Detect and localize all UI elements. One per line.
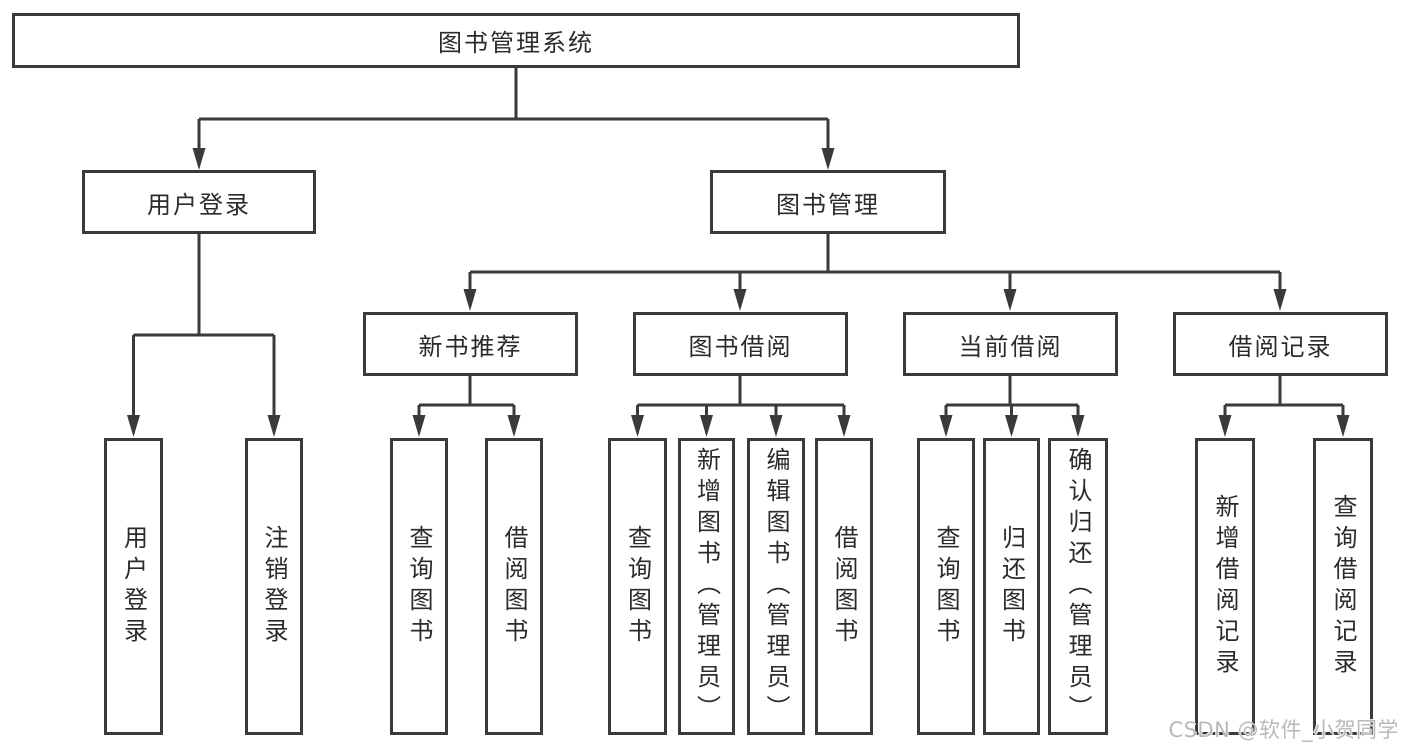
node-label: 新增图书（管理员）	[692, 447, 721, 726]
node-label: 用户登录	[119, 524, 148, 649]
node-book-management: 图书管理	[710, 170, 946, 234]
arrow-down-icon	[267, 415, 281, 437]
arrow-down-icon	[1336, 415, 1350, 437]
arrow-down-icon	[769, 415, 783, 437]
node-label: 借阅图书	[500, 524, 528, 649]
arrow-down-icon	[1218, 415, 1232, 437]
arrow-down-icon	[412, 415, 426, 437]
node-user-login: 用户登录	[82, 170, 316, 234]
node-label: 当前借阅	[958, 332, 1063, 361]
arrow-down-icon	[192, 148, 206, 170]
arrow-down-icon	[463, 289, 477, 311]
node-label: 借阅图书	[830, 524, 858, 649]
node-leaf-current-confirm-return-admin: 确认归还（管理员）	[1048, 438, 1108, 735]
node-label: 查询借阅记录	[1329, 493, 1357, 680]
connector-borrow-records-children	[1218, 376, 1350, 437]
node-label: 归还图书	[997, 524, 1026, 649]
node-leaf-current-return-book: 归还图书	[983, 438, 1040, 735]
node-leaf-records-add-record: 新增借阅记录	[1195, 438, 1255, 735]
node-label: 图书借阅	[688, 332, 793, 361]
connector-root-to-level2	[192, 68, 835, 170]
node-label: 借阅记录	[1228, 332, 1333, 361]
node-label: 查询图书	[623, 524, 652, 649]
node-leaf-logout: 注销登录	[245, 438, 303, 735]
connector-line	[132, 234, 276, 418]
node-leaf-borrow-add-book-admin: 新增图书（管理员）	[678, 438, 735, 735]
connector-book-borrow-children	[631, 376, 851, 437]
arrow-down-icon	[939, 415, 953, 437]
connector-line	[1223, 376, 1345, 418]
connector-line	[197, 68, 830, 150]
arrow-down-icon	[837, 415, 851, 437]
node-leaf-user-login: 用户登录	[104, 438, 163, 735]
connector-line	[417, 376, 516, 418]
node-leaf-borrow-borrow-book: 借阅图书	[815, 438, 873, 735]
arrow-down-icon	[631, 415, 644, 437]
arrow-down-icon	[507, 415, 521, 437]
connector-line	[468, 234, 1282, 292]
watermark: CSDN @软件_小贺同学	[1168, 718, 1399, 742]
node-label: 查询图书	[405, 524, 433, 649]
node-label: 新增借阅记录	[1211, 493, 1239, 680]
node-leaf-borrow-query-book: 查询图书	[608, 438, 667, 735]
connector-line	[944, 376, 1080, 418]
arrow-down-icon	[1003, 289, 1017, 311]
arrow-down-icon	[821, 148, 835, 170]
node-leaf-current-query-book: 查询图书	[917, 438, 975, 735]
node-leaf-borrow-edit-book-admin: 编辑图书（管理员）	[747, 438, 805, 735]
node-label: 新书推荐	[418, 332, 523, 361]
connector-current-borrow-children	[939, 376, 1085, 437]
node-label: 用户登录	[147, 190, 251, 219]
node-label: 图书管理	[776, 190, 880, 219]
connector-line	[636, 376, 846, 418]
node-label: 注销登录	[260, 524, 288, 649]
node-label: 图书管理系统	[438, 29, 594, 57]
node-label: 确认归还（管理员）	[1064, 447, 1092, 726]
node-leaf-records-query-record: 查询借阅记录	[1313, 438, 1373, 735]
node-current-borrow: 当前借阅	[903, 312, 1118, 376]
node-label: 查询图书	[932, 524, 960, 649]
node-root-system: 图书管理系统	[12, 13, 1020, 68]
connector-new-rec-children	[412, 376, 521, 437]
arrow-down-icon	[1273, 289, 1287, 311]
connector-book-mgmt-children	[463, 234, 1287, 311]
connector-user-login-children	[127, 234, 281, 437]
node-label: 编辑图书（管理员）	[762, 447, 790, 726]
node-new-book-recommend: 新书推荐	[363, 312, 578, 376]
arrow-down-icon	[733, 289, 747, 311]
arrow-down-icon	[700, 415, 713, 437]
arrow-down-icon	[1005, 415, 1018, 437]
node-borrow-records: 借阅记录	[1173, 312, 1388, 376]
arrow-down-icon	[1071, 415, 1085, 437]
node-book-borrow: 图书借阅	[633, 312, 848, 376]
node-leaf-recommend-borrow-book: 借阅图书	[485, 438, 543, 735]
arrow-down-icon	[127, 415, 140, 437]
node-leaf-recommend-query-book: 查询图书	[390, 438, 448, 735]
